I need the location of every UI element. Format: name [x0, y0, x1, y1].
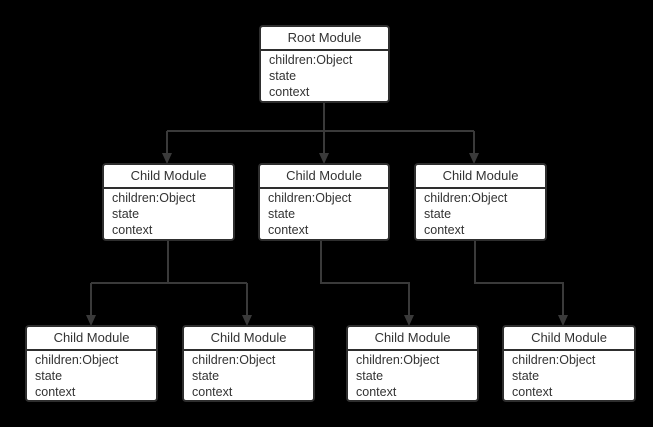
node-title: Child Module: [416, 165, 545, 189]
node-field: state: [269, 69, 297, 83]
node-field: children:Object: [268, 191, 352, 205]
node-field: children:Object: [192, 353, 276, 367]
connector-child2-to-child6: [320, 241, 410, 316]
arrow-down-icon: [86, 315, 96, 326]
node-child-module-3: Child Module children:Object state conte…: [414, 163, 547, 241]
node-title: Child Module: [348, 327, 477, 351]
connector-child3-to-child7: [474, 241, 564, 316]
node-body: children:Object state context: [260, 189, 388, 238]
node-title: Child Module: [260, 165, 388, 189]
node-field: children:Object: [424, 191, 508, 205]
arrow-down-icon: [242, 315, 252, 326]
node-child-module-4: Child Module children:Object state conte…: [25, 325, 158, 402]
node-title: Child Module: [504, 327, 634, 351]
node-field: state: [512, 369, 540, 383]
node-field: context: [356, 385, 397, 399]
node-field: context: [424, 223, 465, 237]
node-body: children:Object state context: [27, 351, 156, 400]
arrow-down-icon: [558, 315, 568, 326]
node-field: context: [269, 85, 310, 99]
node-title: Child Module: [184, 327, 313, 351]
node-field: context: [192, 385, 233, 399]
node-field: state: [424, 207, 452, 221]
node-field: context: [35, 385, 76, 399]
node-child-module-7: Child Module children:Object state conte…: [502, 325, 636, 402]
node-body: children:Object state context: [104, 189, 233, 238]
node-field: context: [512, 385, 553, 399]
node-body: children:Object state context: [348, 351, 477, 400]
node-field: context: [268, 223, 309, 237]
arrow-down-icon: [319, 153, 329, 164]
node-field: state: [192, 369, 220, 383]
node-body: children:Object state context: [504, 351, 634, 400]
node-child-module-1: Child Module children:Object state conte…: [102, 163, 235, 241]
node-body: children:Object state context: [261, 51, 388, 100]
node-field: children:Object: [512, 353, 596, 367]
node-field: children:Object: [356, 353, 440, 367]
node-title: Root Module: [261, 27, 388, 51]
node-title: Child Module: [104, 165, 233, 189]
node-field: state: [35, 369, 63, 383]
arrow-down-icon: [469, 153, 479, 164]
node-root-module: Root Module children:Object state contex…: [259, 25, 390, 103]
node-body: children:Object state context: [184, 351, 313, 400]
node-field: children:Object: [112, 191, 196, 205]
arrow-down-icon: [404, 315, 414, 326]
node-field: state: [356, 369, 384, 383]
node-child-module-6: Child Module children:Object state conte…: [346, 325, 479, 402]
node-title: Child Module: [27, 327, 156, 351]
node-field: children:Object: [269, 53, 353, 67]
node-child-module-2: Child Module children:Object state conte…: [258, 163, 390, 241]
node-body: children:Object state context: [416, 189, 545, 238]
node-field: context: [112, 223, 153, 237]
node-field: state: [268, 207, 296, 221]
arrow-down-icon: [162, 153, 172, 164]
node-field: children:Object: [35, 353, 119, 367]
node-field: state: [112, 207, 140, 221]
node-child-module-5: Child Module children:Object state conte…: [182, 325, 315, 402]
